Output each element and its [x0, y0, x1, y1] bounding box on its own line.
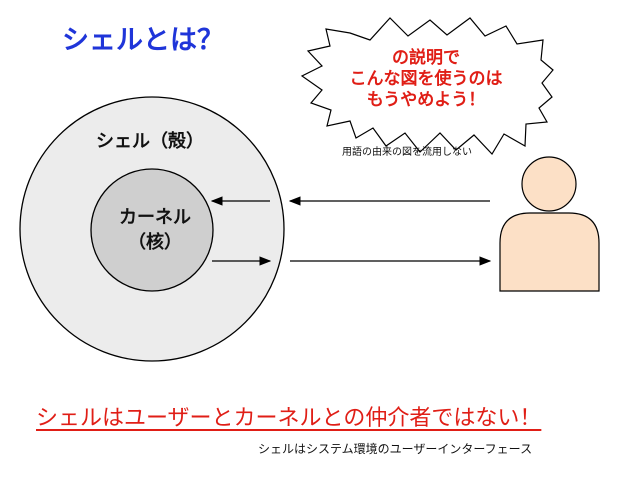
callout-line3: もうやめよう！	[366, 90, 486, 110]
shell-label: シェル（殻）	[96, 131, 204, 152]
kernel-label: カーネル （核）	[93, 205, 217, 255]
footnote-text: シェルはシステム環境のユーザーインターフェース	[258, 442, 533, 456]
kernel-circle	[90, 168, 214, 292]
callout-text: の説明で こんな図を使うのは もうやめよう！	[308, 48, 544, 111]
kernel-label-line2: （核）	[128, 232, 182, 253]
kernel-label-line1: カーネル	[119, 207, 191, 228]
callout-burst	[300, 17, 554, 155]
callout-note: 用語の由来の図を流用しない	[342, 147, 472, 158]
page-title: シェルとは？	[62, 25, 224, 56]
user-icon	[499, 156, 600, 292]
callout-line1: の説明で	[392, 48, 460, 68]
warning-text: シェルはユーザーとカーネルとの仲介者ではない！	[36, 406, 542, 431]
callout-line2: こんな図を使うのは	[349, 69, 503, 89]
